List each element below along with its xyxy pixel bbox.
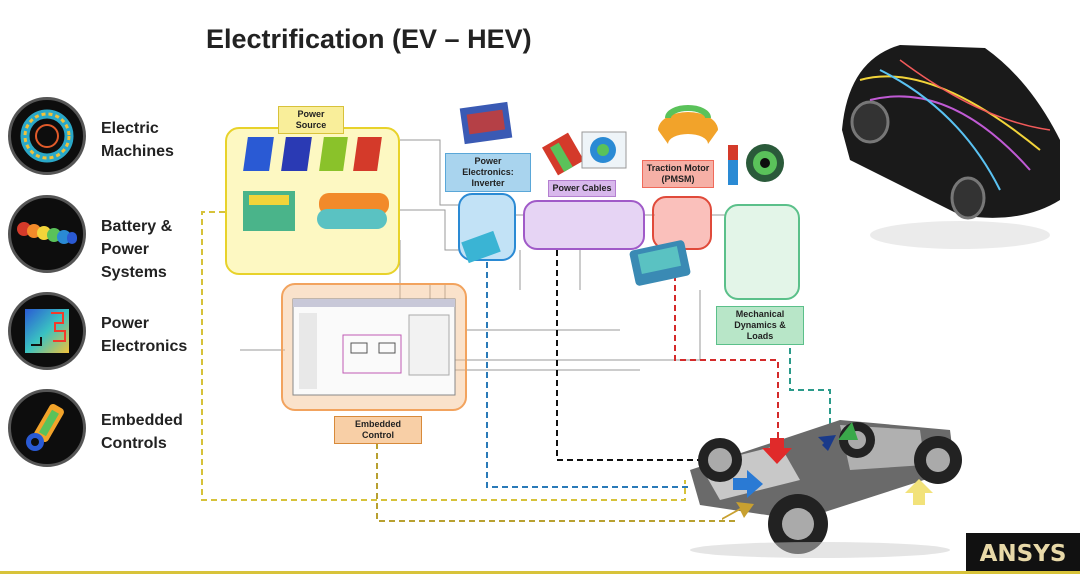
- ansys-logo: ANSYS: [966, 533, 1080, 574]
- ev-car-xray-image: [842, 45, 1060, 249]
